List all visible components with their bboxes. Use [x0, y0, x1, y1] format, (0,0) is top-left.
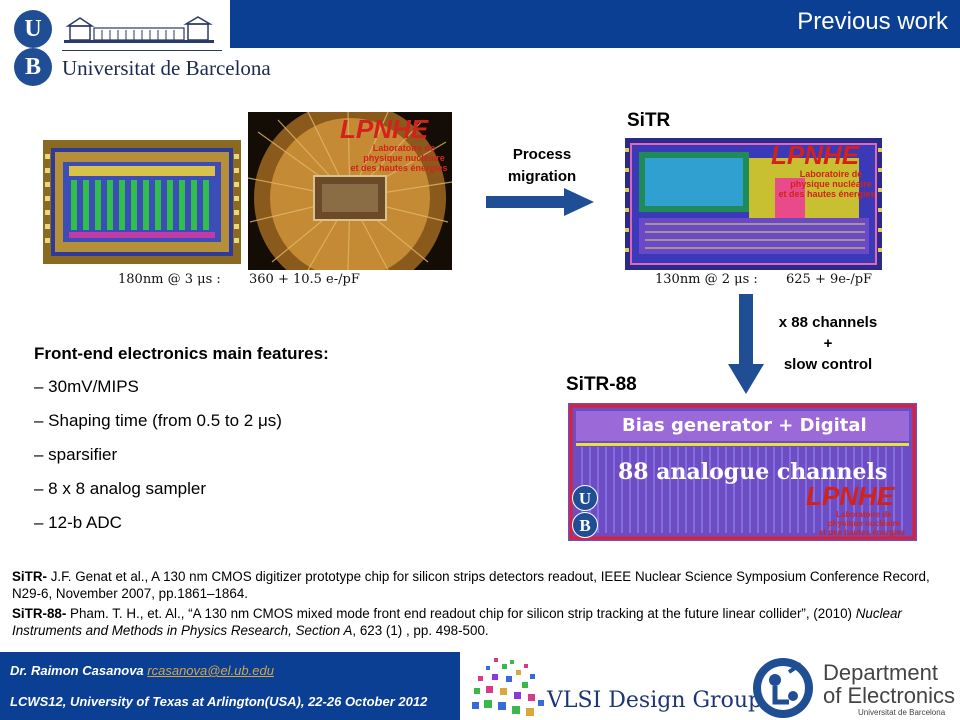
lpnhe-subtitle-2: physique nucléaire — [363, 153, 445, 163]
vlsi-group-logo-icon — [472, 658, 544, 716]
lpnhe-subtitle-2: physique nucléaire — [827, 519, 901, 528]
lpnhe-subtitle-1: Laboratoire de — [372, 143, 436, 153]
channels-label-1: x 88 channels — [778, 314, 878, 331]
department-logo-icon — [753, 658, 813, 718]
feature-item: – 8 x 8 analog sampler — [34, 479, 206, 498]
channels-label-3: slow control — [783, 356, 873, 373]
reference-sitr: SiTR- J.F. Genat et al., A 130 nm CMOS d… — [12, 568, 942, 602]
vlsi-design-group-label: VLSI Design Group — [547, 688, 763, 713]
feature-item: – 30mV/MIPS — [34, 377, 139, 396]
reference-sitr88: SiTR-88- Pham. T. H., et. Al., “A 130 nm… — [12, 605, 942, 639]
chip-180nm-photo: LPNHE Laboratoire de physique nucléaire … — [248, 112, 452, 270]
title-bar: Previous work — [230, 0, 960, 48]
logo-divider — [62, 50, 222, 51]
department-of-electronics: of Electronics — [823, 683, 956, 708]
reference-text: J.F. Genat et al., A 130 nm CMOS digitiz… — [12, 569, 930, 601]
ub-shield-letter-b: B — [572, 512, 598, 538]
reference-journal: Nuclear Instruments and Methods in Physi… — [12, 606, 902, 638]
sitr-layout-image: LPNHE Laboratoire de physique nucléaire … — [625, 138, 882, 270]
footer-author: Dr. Raimon Casanova rcasanova@el.ub.edu — [10, 663, 274, 678]
right-arrow-icon — [486, 188, 594, 216]
ub-shield-letter-u: U — [572, 485, 598, 511]
bias-generator-label: Bias generator + Digital — [622, 415, 867, 436]
reference-label: SiTR-88- — [12, 606, 67, 621]
chip-180-caption-noise: 360 + 10.5 e-/pF — [249, 272, 360, 287]
feature-item: – sparsifier — [34, 445, 118, 464]
lpnhe-logo-text: LPNHE — [806, 481, 895, 511]
features-heading: Front-end electronics main features: — [34, 344, 329, 363]
footer-conference: LCWS12, University of Texas at Arlington… — [10, 694, 428, 709]
analogue-channels-label: 88 analogue channels — [618, 459, 888, 485]
page-title: Previous work — [797, 8, 948, 35]
sitr-caption-process: 130nm @ 2 μs : — [655, 272, 758, 287]
lpnhe-subtitle-3: et des hautes énergies — [350, 163, 448, 173]
ub-shield-letter-b: B — [14, 48, 52, 86]
university-logo: U B Universitat de Barcelona — [8, 8, 271, 88]
ub-building-icon — [64, 16, 214, 43]
ub-shield-letter-u: U — [14, 10, 52, 48]
sitr-caption-noise: 625 + 9e-/pF — [786, 272, 873, 287]
footer-bar: Dr. Raimon Casanova rcasanova@el.ub.edu … — [0, 652, 460, 720]
ub-shield-icon: U B — [572, 485, 600, 539]
lpnhe-subtitle-3: et des hautes énergies — [778, 189, 876, 199]
lpnhe-logo-text: LPNHE — [771, 140, 860, 170]
process-migration-label-1: Process — [512, 146, 572, 163]
university-name: Universitat de Barcelona — [62, 56, 271, 80]
feature-item: – 12-b ADC — [34, 513, 122, 532]
sitr88-layout-image: Bias generator + Digital 88 analogue cha… — [568, 403, 917, 541]
department-name: Department — [823, 660, 938, 685]
ub-shield-icon: U B — [14, 8, 52, 86]
channels-label-2: + — [823, 335, 833, 352]
chip-180-caption-process: 180nm @ 3 μs : — [118, 272, 221, 287]
feature-item: – Shaping time (from 0.5 to 2 μs) — [34, 411, 282, 430]
department-university: Universitat de Barcelona — [858, 708, 946, 717]
down-arrow-icon — [728, 294, 764, 394]
author-email-link[interactable]: rcasanova@el.ub.edu — [147, 663, 274, 678]
author-name: Dr. Raimon Casanova — [10, 663, 144, 678]
lpnhe-subtitle-3: et des hautes énergies — [818, 528, 906, 537]
reference-text-end: , 623 (1) , pp. 498-500. — [352, 623, 489, 638]
reference-text: Pham. T. H., et. Al., “A 130 nm CMOS mix… — [66, 606, 856, 621]
reference-label: SiTR- — [12, 569, 47, 584]
sitr88-label: SiTR-88 — [566, 374, 637, 395]
lpnhe-logo-text: LPNHE — [340, 114, 429, 144]
lpnhe-subtitle-2: physique nucléaire — [790, 179, 872, 189]
references: SiTR- J.F. Genat et al., A 130 nm CMOS d… — [12, 568, 942, 642]
process-migration-label-2: migration — [507, 168, 577, 185]
sitr-label: SiTR — [627, 110, 671, 131]
chip-180nm-layout-image — [43, 140, 241, 264]
lpnhe-subtitle-1: Laboratoire de — [799, 169, 863, 179]
lpnhe-subtitle-1: Laboratoire de — [836, 510, 892, 519]
